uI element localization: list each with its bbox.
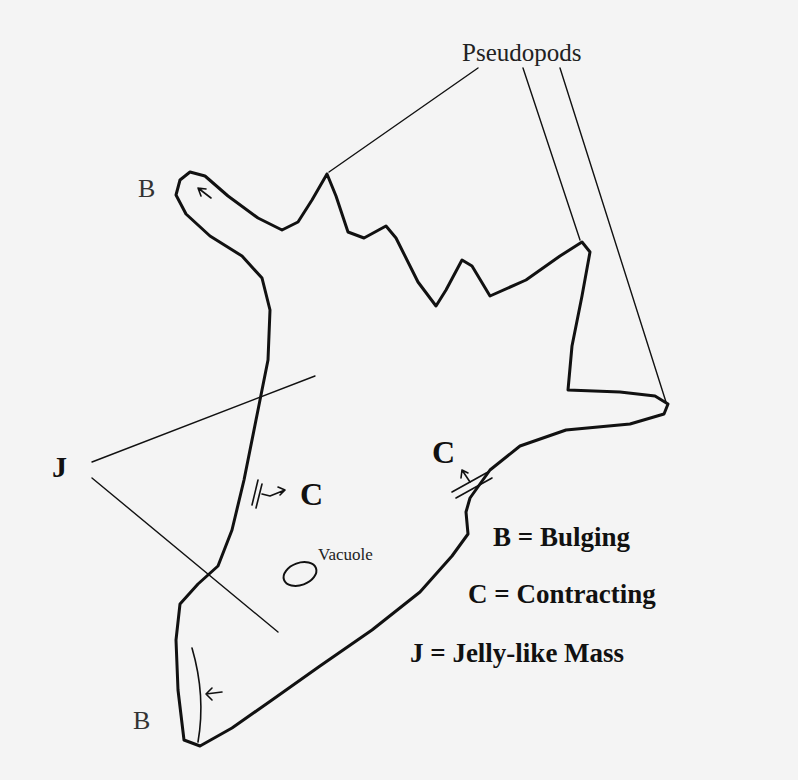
callout-letter: J [52, 452, 67, 482]
amoeba-outline [176, 172, 668, 746]
callout-letter: C [432, 436, 455, 468]
callout-letter: B [133, 708, 150, 734]
part-label: Pseudopods [462, 40, 581, 65]
key-text: J = Jelly-like Mass [410, 640, 624, 667]
leader-lines [92, 68, 666, 632]
vacuole [280, 558, 319, 590]
key-text: C = Contracting [468, 581, 656, 608]
part-label: Vacuole [318, 546, 373, 563]
callout-letter: B [138, 176, 155, 202]
callout-letter: C [300, 478, 323, 510]
key-text: B = Bulging [493, 524, 630, 551]
